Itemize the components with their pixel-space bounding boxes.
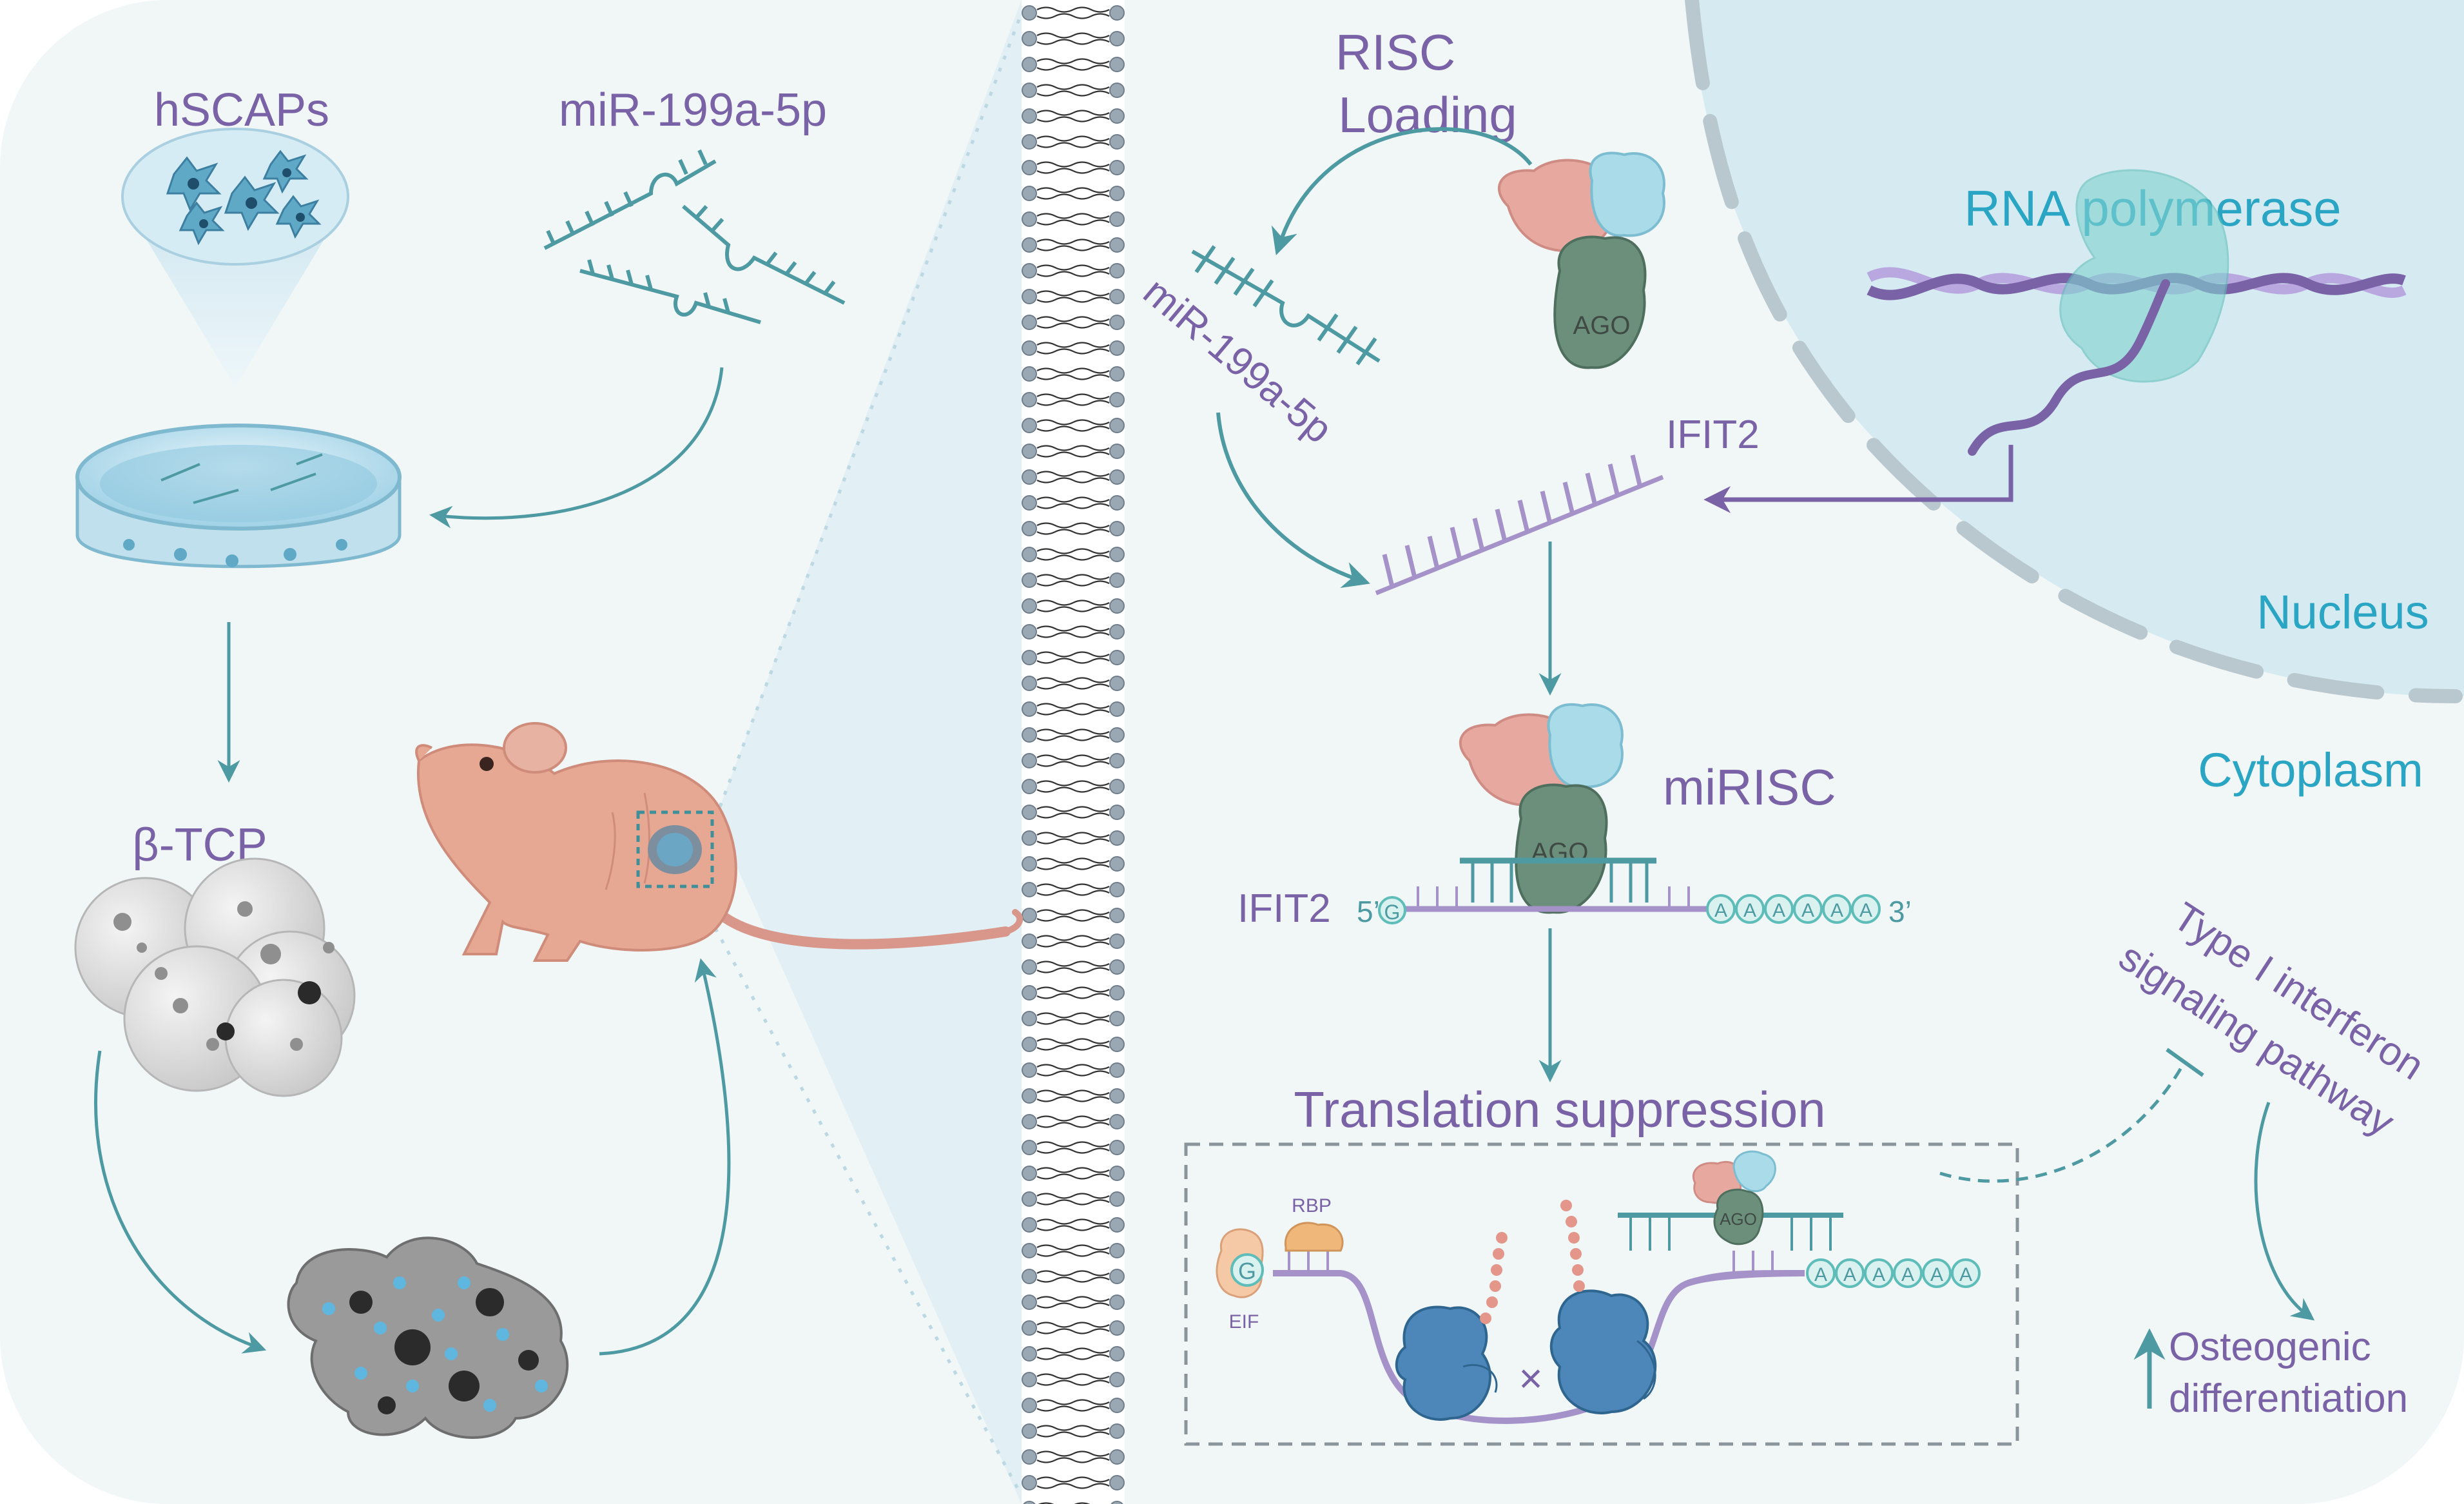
label-mir-top: miR-199a-5p <box>559 84 827 136</box>
poly-a-mid-0: A <box>1714 900 1727 921</box>
poly-a-mid-1: A <box>1743 900 1756 921</box>
risc-complex-top: AGO <box>1497 151 1665 369</box>
nascent-mrna <box>1968 279 2170 456</box>
small-risc-complex: AGO <box>1693 1150 1776 1245</box>
ribosome-left <box>1395 1305 1498 1421</box>
poly-a-mid-5: A <box>1859 900 1872 921</box>
arrow-mir-to-dish <box>429 367 724 529</box>
label-risc-loading-2: Loading <box>1338 86 1517 143</box>
poly-a-tail-box: A A A A A A <box>1806 1258 1981 1288</box>
ifit2-mrna-free <box>1375 454 1664 596</box>
label-mirisc: miRISC <box>1663 759 1836 815</box>
peptide-chains <box>1480 1200 1585 1324</box>
btcp-pores <box>113 901 335 1051</box>
label-ifit2-mid: IFIT2 <box>1237 886 1331 931</box>
zoom-line-top <box>713 12 1023 819</box>
eif-cap-label: G <box>1238 1258 1256 1284</box>
mirna-hairpin-right <box>1191 245 1381 366</box>
cell-membrane <box>1022 0 1125 1504</box>
eif-cap-circle <box>1230 1253 1264 1287</box>
ifit2-mrna-bound <box>1402 857 1708 912</box>
arrow-risc-loading <box>1271 127 1533 255</box>
arrow-export-ifit2 <box>1703 445 2013 513</box>
label-rbp: RBP <box>1292 1195 1332 1216</box>
arrow-to-osteogenic <box>2254 1102 2315 1321</box>
poly-a-box-2: A <box>1872 1264 1885 1285</box>
inhibition-bar <box>2166 1048 2204 1077</box>
label-osteogenic-2: differentiation <box>2169 1376 2408 1421</box>
poly-a-box-4: A <box>1930 1264 1943 1285</box>
rna-polymerase-blob <box>2059 169 2229 383</box>
poly-a-box-0: A <box>1814 1264 1827 1285</box>
ribosome-right <box>1549 1289 1657 1414</box>
poly-a-box-1: A <box>1843 1264 1856 1285</box>
poly-a-mid-3: A <box>1801 900 1814 921</box>
label-five-prime: 5’ <box>1357 895 1380 928</box>
zoom-line-bottom <box>713 927 1023 1497</box>
poly-a-mid-4: A <box>1830 900 1843 921</box>
arrow-mir-to-ifit2 <box>1216 412 1370 588</box>
cell-nuclei <box>188 168 305 228</box>
nucleus-region <box>1689 0 2464 697</box>
poly-a-box-3: A <box>1901 1264 1914 1285</box>
ago-top-label: AGO <box>1573 311 1631 340</box>
label-cytoplasm: Cytoplasm <box>2198 743 2423 797</box>
poly-a-mid-2: A <box>1772 900 1785 921</box>
arrow-btcp-to-scaffold <box>94 1050 267 1354</box>
rbp-blob <box>1285 1222 1344 1252</box>
label-hscaps: hSCAPs <box>154 84 329 136</box>
label-three-prime: 3’ <box>1888 895 1912 928</box>
petri-dish <box>75 424 402 569</box>
arrow-scaffold-to-mouse <box>599 958 731 1356</box>
seeded-scaffold <box>287 1236 569 1439</box>
cap-label: G <box>1384 901 1401 924</box>
label-eif: EIF <box>1229 1311 1259 1333</box>
nuclear-envelope <box>1685 0 2463 703</box>
label-risc-loading-1: RISC <box>1335 24 1455 81</box>
poly-a-tail-mid: A A A A A A <box>1706 894 1881 924</box>
zoom-wedge <box>715 0 1022 1504</box>
cap-circle <box>1378 896 1406 924</box>
btcp-beads <box>74 857 356 1097</box>
mirna-hairpins-top <box>543 149 846 324</box>
label-osteogenic-1: Osteogenic <box>2169 1325 2371 1369</box>
poly-a-box-5: A <box>1959 1264 1972 1285</box>
translation-box <box>1184 1142 2019 1446</box>
cross-mark: × <box>1518 1355 1542 1401</box>
ago-small-label: AGO <box>1720 1209 1757 1229</box>
label-nucleus: Nucleus <box>2256 585 2429 639</box>
inhibition-line <box>1939 1066 2184 1183</box>
nude-mouse <box>415 722 1023 962</box>
label-ifit2-top: IFIT2 <box>1666 413 1760 457</box>
label-translation-suppression: Translation suppression <box>1294 1081 1825 1138</box>
